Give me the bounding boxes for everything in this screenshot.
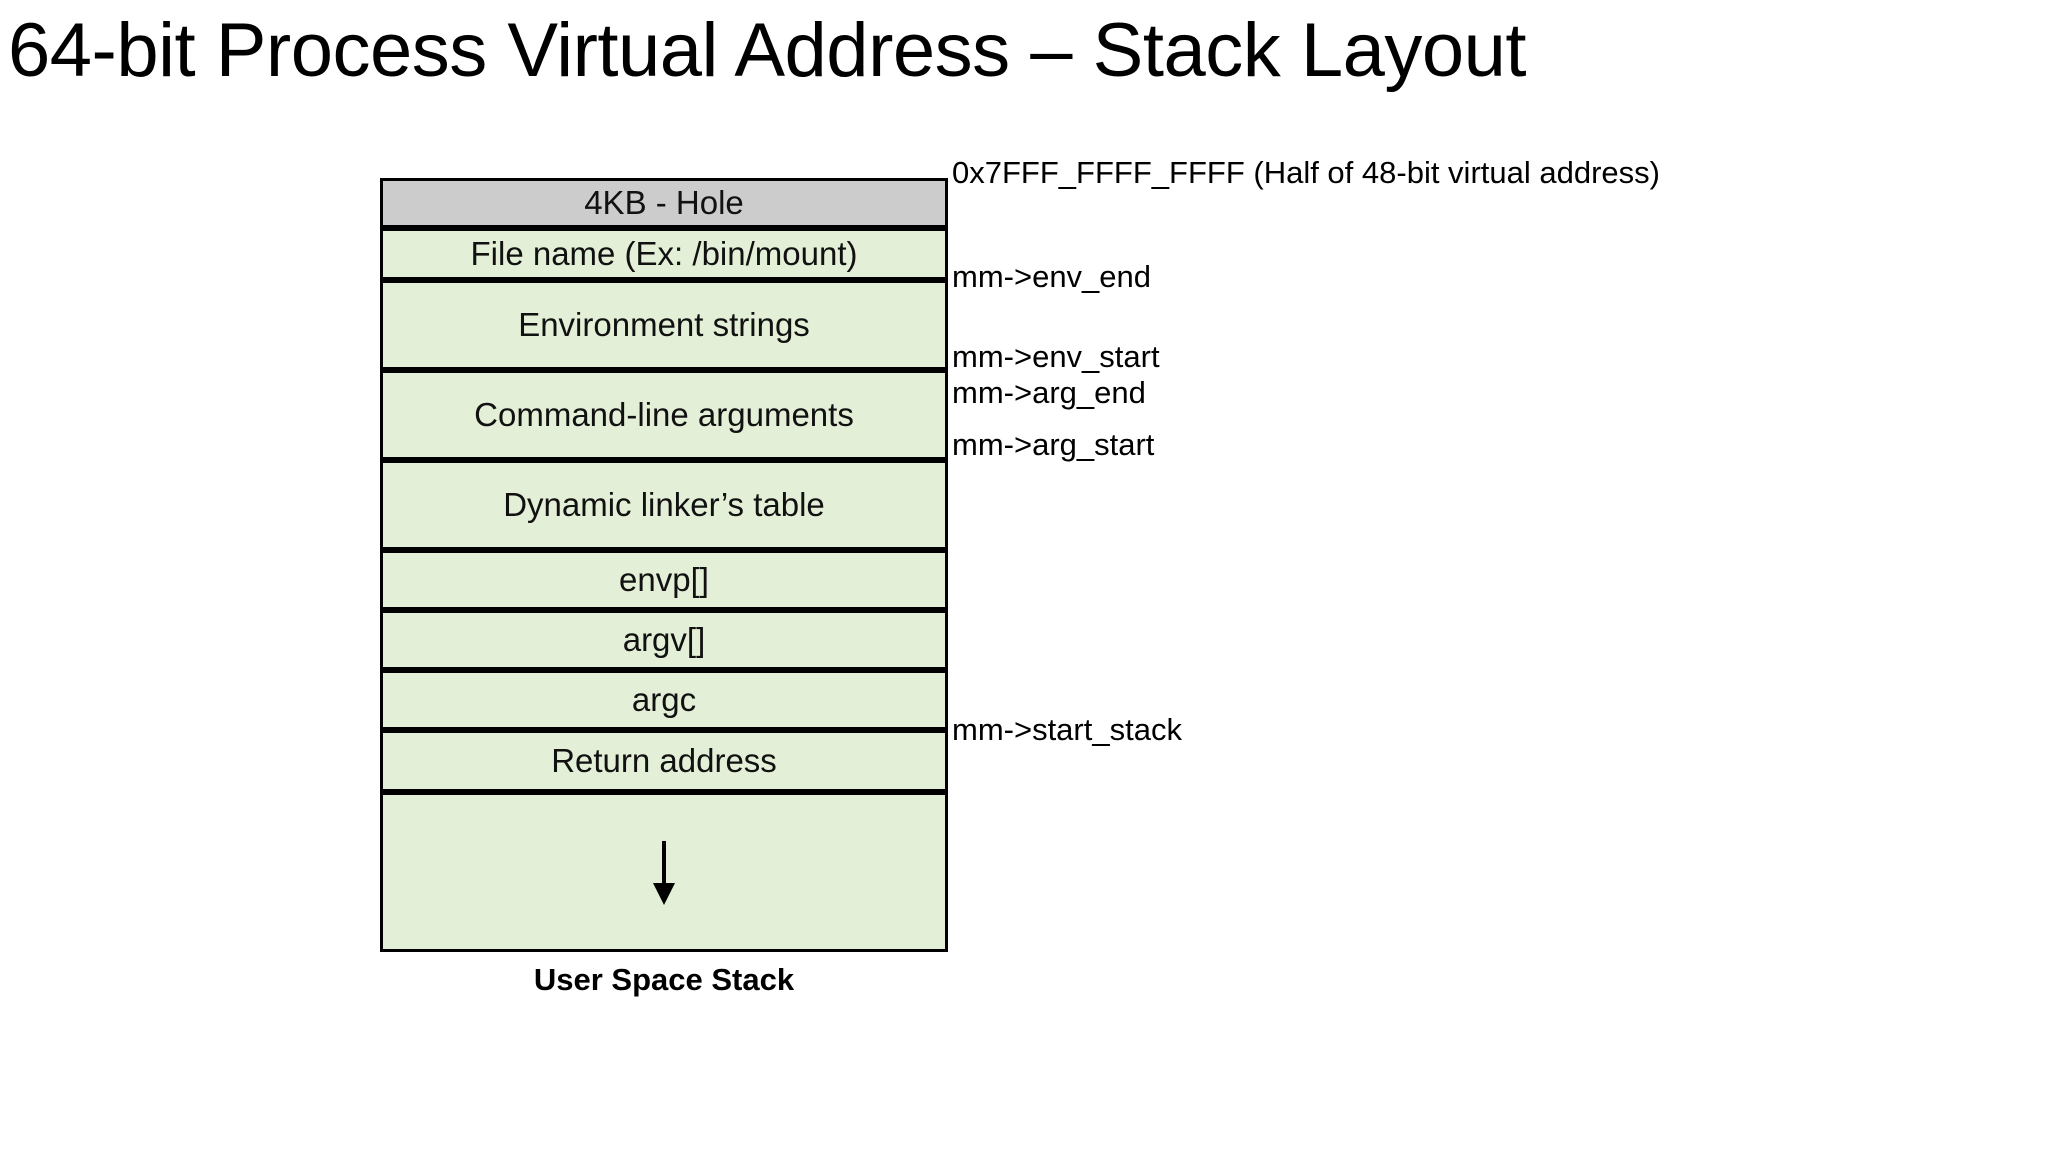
stack-segment-cmdline-args: Command-line arguments bbox=[380, 370, 948, 460]
page-title: 64-bit Process Virtual Address – Stack L… bbox=[8, 8, 1527, 93]
stack-segment-label: Return address bbox=[551, 742, 777, 779]
stack-caption: User Space Stack bbox=[533, 962, 795, 997]
stack-segment-return-addr: Return address bbox=[380, 730, 948, 792]
stack-segment-hole: 4KB - Hole bbox=[380, 178, 948, 228]
stack-segment-label: 4KB - Hole bbox=[584, 184, 744, 221]
down-arrow-icon bbox=[649, 841, 679, 905]
stack-segment-label: Environment strings bbox=[518, 306, 810, 343]
annotation-mm-start-stack: mm->start_stack bbox=[952, 712, 1182, 747]
stack-segment-label: Command-line arguments bbox=[474, 396, 854, 433]
stack-segment-label: Dynamic linker’s table bbox=[503, 486, 825, 523]
stack-segment-label: File name (Ex: /bin/mount) bbox=[470, 235, 858, 272]
annotation-top-address: 0x7FFF_FFFF_FFFF (Half of 48-bit virtual… bbox=[952, 155, 1660, 190]
annotation-mm-env-start: mm->env_start bbox=[952, 339, 1160, 374]
annotation-mm-arg-end: mm->arg_end bbox=[952, 375, 1146, 410]
annotation-mm-arg-start: mm->arg_start bbox=[952, 427, 1155, 462]
stack-segment-label: envp[] bbox=[619, 561, 709, 598]
arrow-shaft bbox=[662, 841, 666, 887]
stack-segment-stack-growth bbox=[380, 792, 948, 952]
stack-segment-envp: envp[] bbox=[380, 550, 948, 610]
stack-segment-argv: argv[] bbox=[380, 610, 948, 670]
stack-segment-env-strings: Environment strings bbox=[380, 280, 948, 370]
stack-segment-file-name: File name (Ex: /bin/mount) bbox=[380, 228, 948, 280]
annotation-mm-env-end: mm->env_end bbox=[952, 259, 1152, 294]
stack-segment-linker-table: Dynamic linker’s table bbox=[380, 460, 948, 550]
stack-segment-label: argc bbox=[631, 681, 697, 718]
arrow-head bbox=[653, 883, 675, 905]
stack-segment-argc: argc bbox=[380, 670, 948, 730]
stack-segment-label: argv[] bbox=[622, 621, 706, 658]
